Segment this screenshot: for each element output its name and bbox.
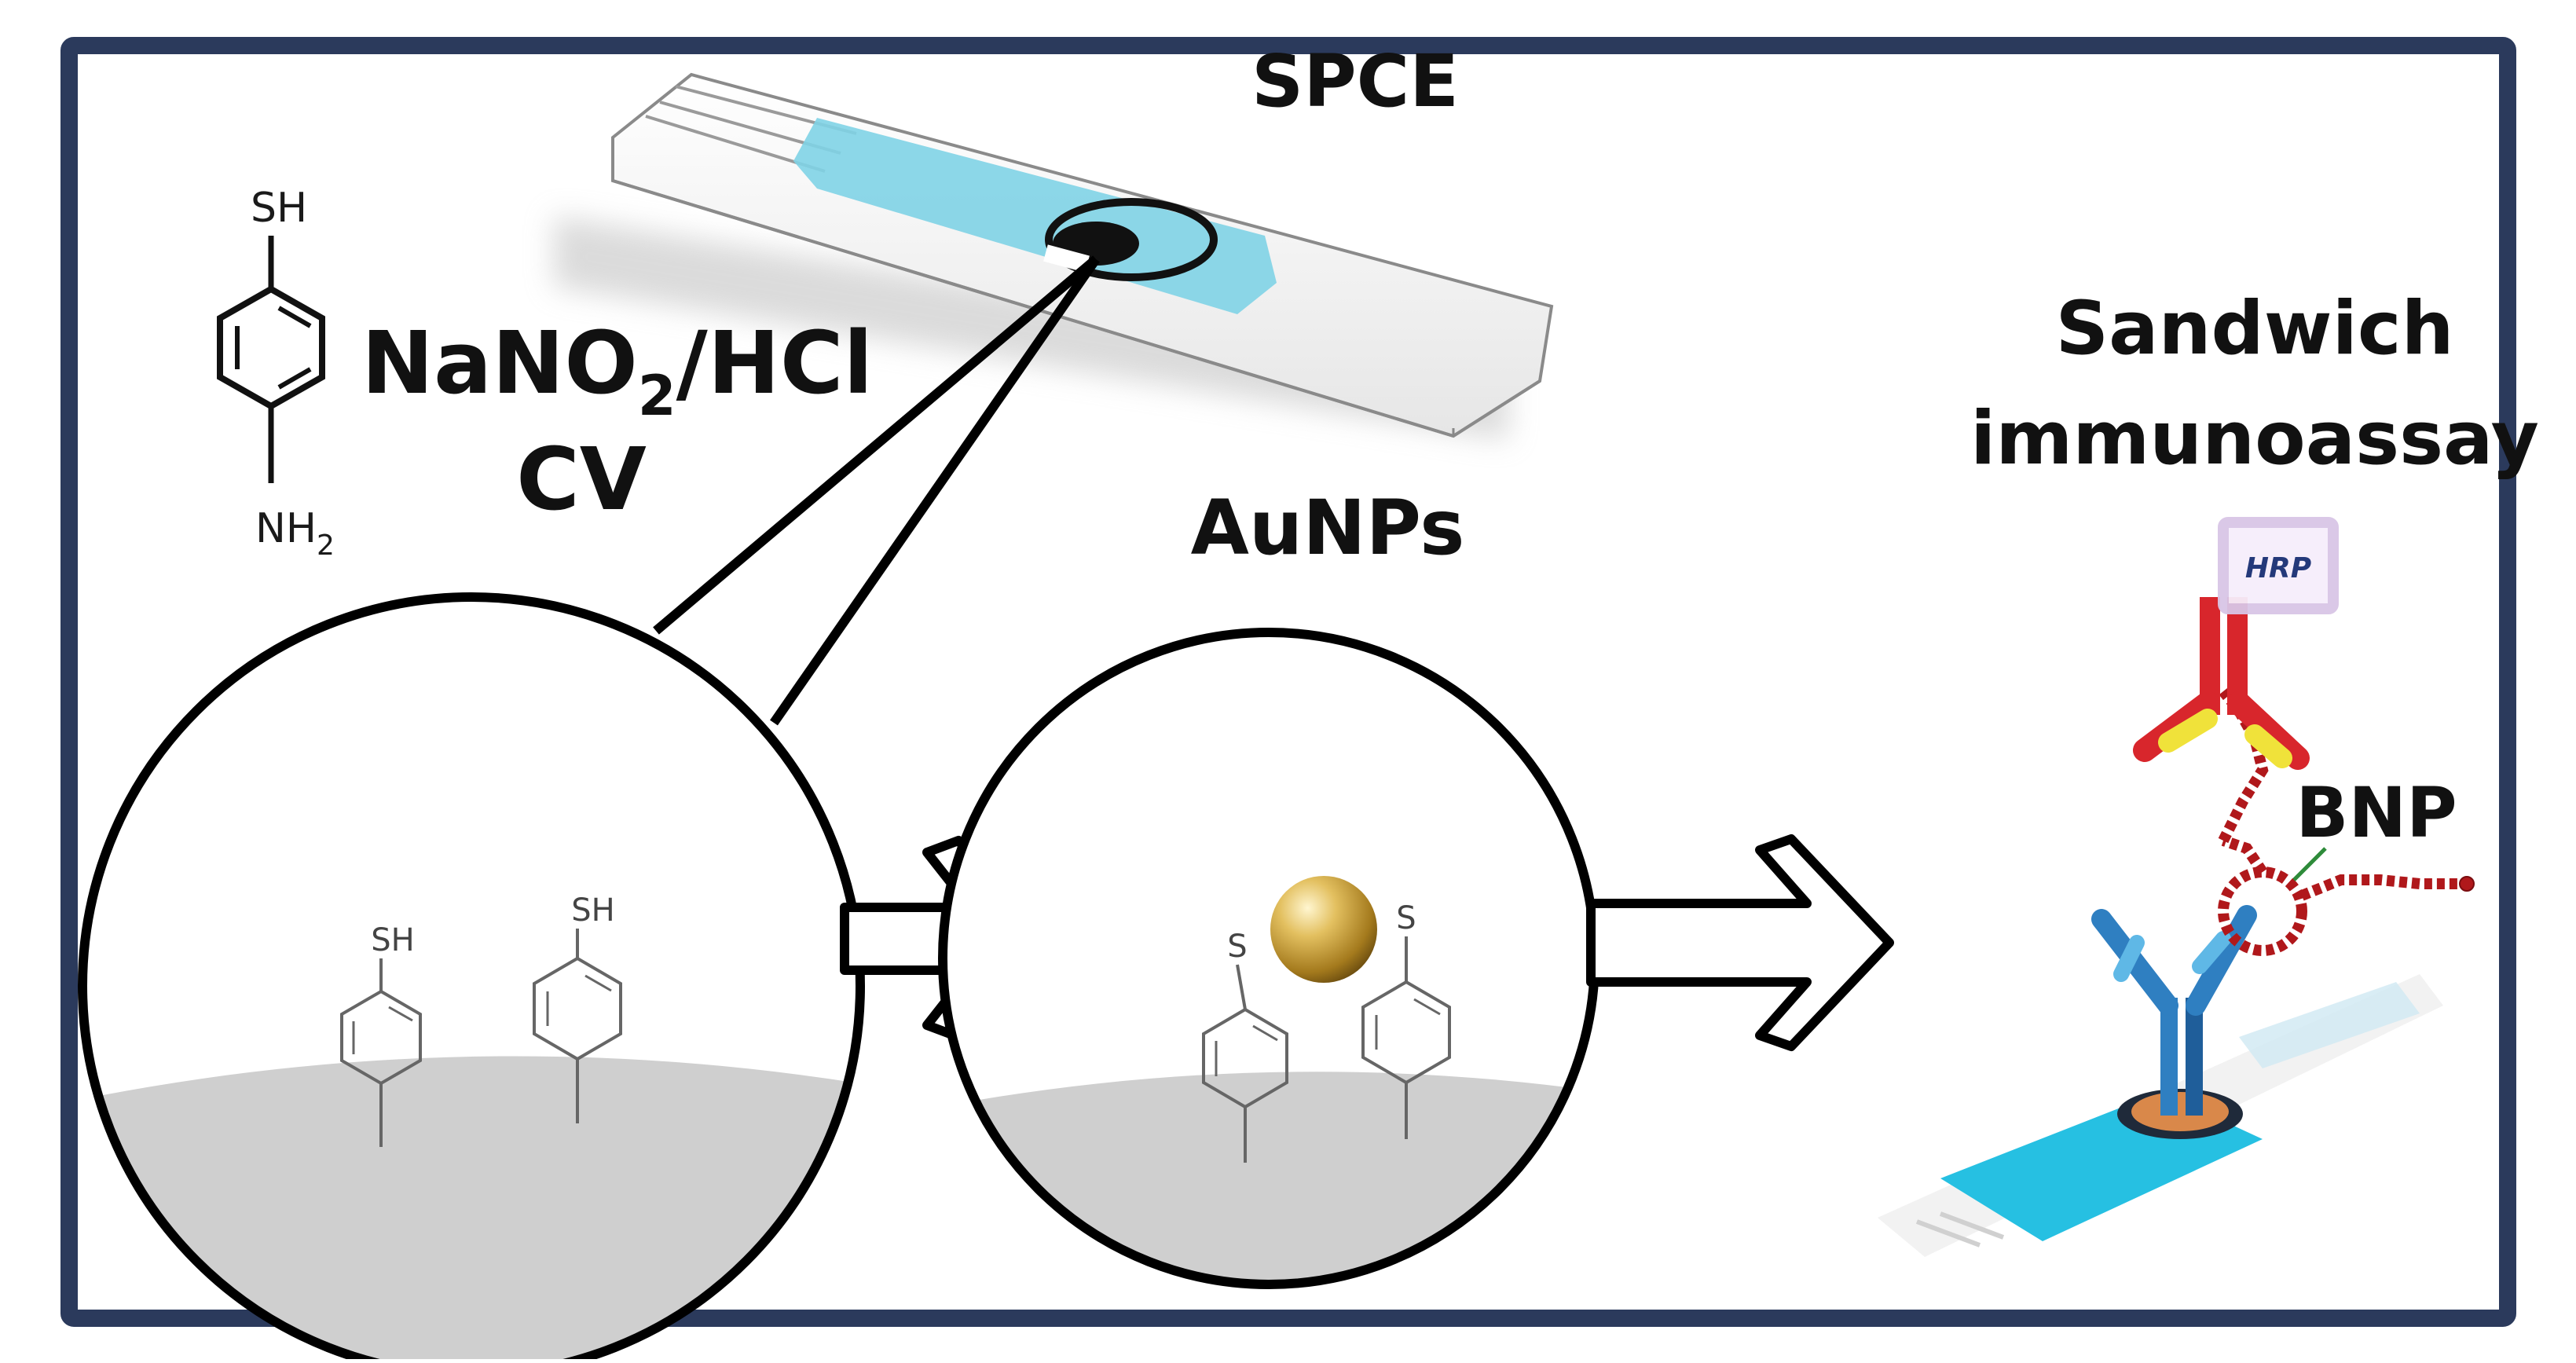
left-molecule-b-group: SH — [571, 892, 614, 929]
aminothiophenol-molecule: SH NH2 — [217, 185, 335, 562]
zoom-circle-right: S S AuNPs — [938, 484, 1599, 1289]
immunoassay-illustration: BNP HRP — [1878, 517, 2475, 1257]
detection-antibody-icon — [2133, 597, 2310, 770]
spce-label: SPCE — [1251, 39, 1459, 123]
molecule-bottom-group: NH2 — [255, 505, 335, 562]
spce-electrode: SPCE — [554, 39, 1554, 440]
method-label: CV — [516, 429, 647, 529]
assay-title-line1: Sandwich — [2055, 286, 2453, 372]
left-molecule-a-group: SH — [371, 922, 414, 958]
molecule-top-group: SH — [251, 185, 307, 232]
capture-antibody-icon — [2091, 905, 2257, 1116]
hrp-tag: HRP — [2218, 517, 2339, 614]
aunps-label: AuNPs — [1191, 484, 1465, 572]
zoom-callout-line-2 — [770, 256, 1100, 726]
hrp-label: HRP — [2245, 552, 2311, 584]
bnp-peptide-icon — [2218, 687, 2475, 956]
bnp-label: BNP — [2296, 772, 2457, 853]
right-molecule-a-group: S — [1227, 929, 1247, 965]
right-molecule-b-group: S — [1396, 900, 1416, 936]
reagent-label: NaNO2/HCl — [361, 313, 873, 428]
arrow-right-icon-2 — [1586, 834, 1894, 1051]
gold-nanoparticle-icon — [1270, 876, 1377, 983]
zoom-callout-line-1 — [653, 255, 1099, 635]
zoom-circle-left: SH SH — [78, 592, 865, 1363]
assay-title-line2: immunoassay — [1970, 396, 2539, 482]
